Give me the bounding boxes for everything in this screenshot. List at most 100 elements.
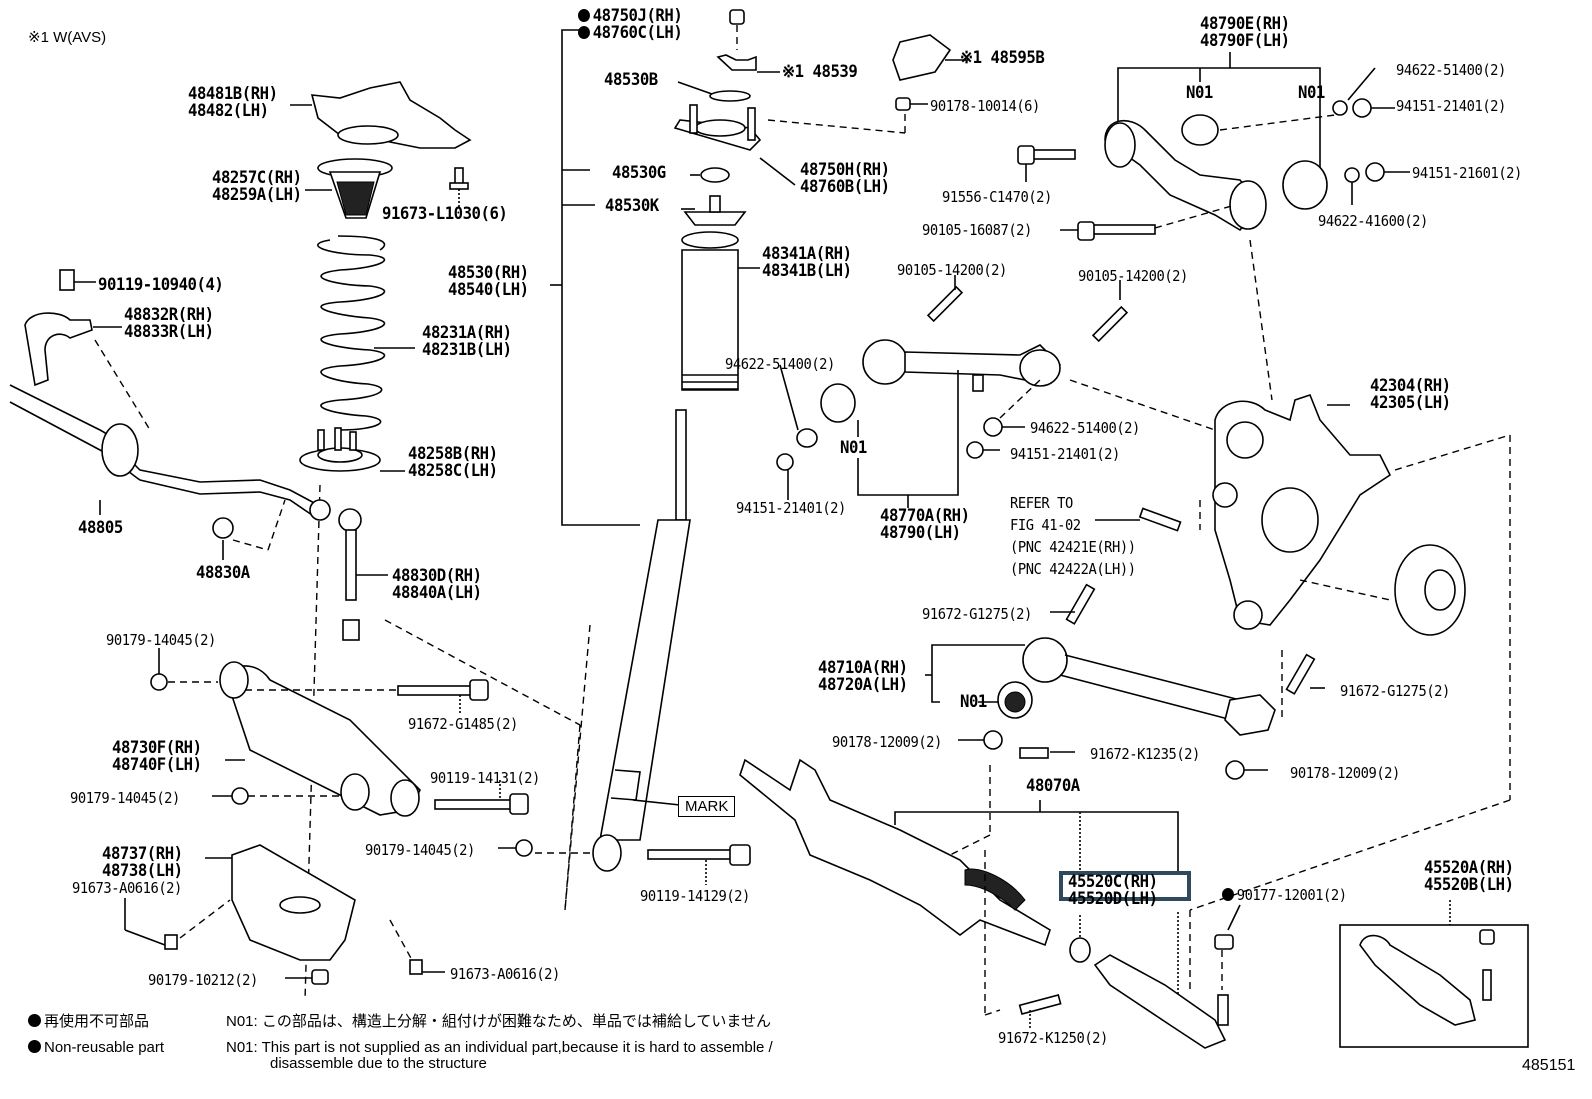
part-number-lh: 48482(LH) <box>188 101 269 121</box>
callout-48805: 48805 <box>78 518 123 538</box>
legend-n01-en: N01: This part is not supplied as an ind… <box>226 1040 773 1056</box>
note-n01: N01 <box>840 438 867 458</box>
callout-94622-51400: 94622-51400(2) <box>1396 61 1506 79</box>
upper-mount-parts <box>673 9 968 226</box>
part-number-lh: 48259A(LH) <box>212 185 302 205</box>
callout-91672-K1250: 91672-K1250(2) <box>998 1029 1108 1047</box>
callout-90178-12009: 90178-12009(2) <box>832 733 942 751</box>
upper-arm-48790 <box>1017 52 1410 401</box>
callout-48530K: 48530K <box>605 196 659 216</box>
callout-91672-K1235: 91672-K1235(2) <box>1090 745 1200 763</box>
callout-48481B: 48481B(RH)48482(LH) <box>188 86 278 120</box>
part-number-rh: 42304(RH) <box>1370 376 1451 396</box>
legend-nonreusable-jp: 再使用不可部品 <box>28 1014 149 1030</box>
legend-nonreusable-en: Non-reusable part <box>28 1040 164 1056</box>
callout-91556-C1470: 91556-C1470(2) <box>942 188 1052 206</box>
callout-48770A: 48770A(RH)48790(LH) <box>880 508 970 542</box>
part-number-lh: 48760B(LH) <box>800 177 890 197</box>
callout-48231A: 48231A(RH)48231B(LH) <box>422 325 512 359</box>
callout-90105-14200: 90105-14200(2) <box>1078 267 1188 285</box>
stabilizer-link <box>338 508 388 641</box>
part-number-rh: 48830D(RH) <box>392 566 482 586</box>
refer-line: (PNC 42422A(LH)) <box>1010 560 1136 578</box>
callout-94151-21401: 94151-21401(2) <box>1010 445 1120 463</box>
part-number-lh: 48341B(LH) <box>762 261 852 281</box>
steering-knuckle <box>1095 394 1511 911</box>
callout-91672-G1275: 91672-G1275(2) <box>1340 682 1450 700</box>
upper-insulator <box>290 81 472 149</box>
callout-48730F: 48730F(RH)48740F(LH) <box>112 740 202 774</box>
stabilizer-bar <box>9 269 331 560</box>
callout-42304: 42304(RH)42305(LH) <box>1370 378 1451 412</box>
legend-text: 再使用不可部品 <box>44 1013 150 1030</box>
callout-48341A: 48341A(RH)48341B(LH) <box>762 246 852 280</box>
callout-45520C: 45520C(RH)45520D(LH) <box>1068 874 1158 908</box>
callout-48070A: 48070A <box>1026 776 1080 796</box>
part-number-rh: 48258B(RH) <box>408 444 498 464</box>
part-number-rh: 48530(RH) <box>448 263 529 283</box>
legend-key: N01: <box>226 1013 258 1030</box>
callout-48539: ※1 48539 <box>782 62 858 82</box>
member-subframe <box>739 758 1241 1049</box>
part-number-rh: 48750J(RH) <box>578 6 683 26</box>
note-n01: N01 <box>1186 83 1213 103</box>
callout-91672-G1485: 91672-G1485(2) <box>408 715 518 733</box>
callout-91672-G1275: 91672-G1275(2) <box>922 605 1032 623</box>
part-number-lh: 48258C(LH) <box>408 461 498 481</box>
figure-number: 485151 <box>1522 1057 1576 1074</box>
part-number-lh: 48231B(LH) <box>422 340 512 360</box>
callout-48530B: 48530B <box>604 70 658 90</box>
lower-arm-cover <box>124 844 445 985</box>
callout-48750J: 48750J(RH)48760C(LH) <box>578 6 683 43</box>
refer-line: FIG 41-02 <box>1010 516 1081 534</box>
callout-48750H: 48750H(RH)48760B(LH) <box>800 162 890 196</box>
callout-48830D: 48830D(RH)48840A(LH) <box>392 568 482 602</box>
callout-48790E: 48790E(RH)48790F(LH) <box>1200 16 1290 50</box>
callout-48257C: 48257C(RH)48259A(LH) <box>212 170 302 204</box>
toe-control-arm-inset <box>1339 900 1529 1048</box>
part-number-text: 48760C(LH) <box>592 23 683 43</box>
part-number-lh: 48738(LH) <box>102 861 183 881</box>
part-number-rh-highlighted: 45520C(RH) <box>1068 872 1158 892</box>
part-number-rh: 48832R(RH) <box>124 305 214 325</box>
upper-arm-48770 <box>776 275 1216 508</box>
callout-90179-10212: 90179-10212(2) <box>148 971 258 989</box>
part-number-rh: 48257C(RH) <box>212 168 302 188</box>
non-reusable-dot-icon <box>578 9 590 22</box>
legend-n01-jp: N01: この部品は、構造上分解・組付けが困難なため、単品では補給していません <box>226 1014 771 1030</box>
callout-90177-12001: 90177-12001(2) <box>1222 887 1347 903</box>
non-reusable-dot-icon <box>1222 888 1234 901</box>
part-number-lh: 48790F(LH) <box>1200 31 1290 51</box>
legend-text: Non-reusable part <box>44 1039 165 1056</box>
variant-note: ※1 W(AVS) <box>28 29 107 46</box>
non-reusable-dot-icon <box>578 26 590 39</box>
non-reusable-dot-icon <box>28 1014 41 1027</box>
part-number-rh: 48737(RH) <box>102 844 183 864</box>
callout-94151-21401: 94151-21401(2) <box>1396 97 1506 115</box>
part-number-rh: 48790E(RH) <box>1200 14 1290 34</box>
part-number-lh: 48740F(LH) <box>112 755 202 775</box>
callout-90179-14045: 90179-14045(2) <box>70 789 180 807</box>
part-number-lh: 48790(LH) <box>880 523 961 543</box>
callout-90179-14045: 90179-14045(2) <box>106 631 216 649</box>
callout-48737: 48737(RH)48738(LH) <box>102 846 183 880</box>
callout-90119-10940: 90119-10940(4) <box>98 275 224 295</box>
part-number-lh: 48840A(LH) <box>392 583 482 603</box>
part-number-rh: 48341A(RH) <box>762 244 852 264</box>
mark-label: MARK <box>678 796 736 817</box>
highlight-box <box>1059 871 1191 901</box>
part-number-text: 48750J(RH) <box>592 6 683 26</box>
bolt-90119-14129 <box>647 844 751 885</box>
bump-stopper <box>305 158 393 219</box>
note-n01: N01 <box>1298 83 1325 103</box>
part-number-lh: 48833R(LH) <box>124 322 214 342</box>
callout-48710A: 48710A(RH)48720A(LH) <box>818 660 908 694</box>
callout-94622-51400: 94622-51400(2) <box>725 355 835 373</box>
callout-48830A: 48830A <box>196 563 250 583</box>
callout-90105-14200: 90105-14200(2) <box>897 261 1007 279</box>
bolt-91673 <box>449 167 469 208</box>
callout-90178-12009: 90178-12009(2) <box>1290 764 1400 782</box>
legend-key: N01: <box>226 1039 258 1056</box>
strut-assembly-bracket <box>550 29 640 526</box>
